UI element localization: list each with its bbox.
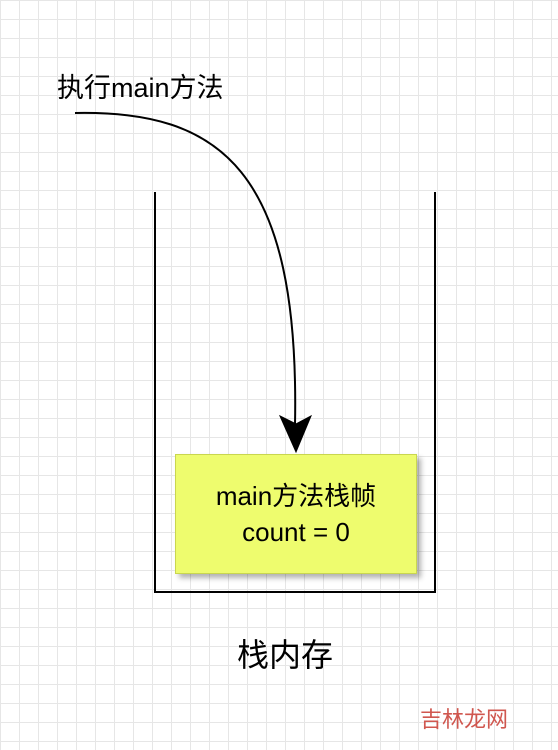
- stack-frame-box: main方法栈帧 count = 0: [175, 454, 417, 574]
- stack-frame-variable: count = 0: [242, 517, 350, 547]
- stack-memory-label: 栈内存: [237, 637, 334, 673]
- stack-container: [154, 192, 436, 593]
- flow-arrow-head: [278, 414, 312, 454]
- start-label: 执行main方法: [57, 73, 224, 103]
- watermark: 吉林龙网: [420, 707, 509, 732]
- stack-frame-title: main方法栈帧: [215, 481, 377, 511]
- flow-arrow-curve: [74, 111, 297, 426]
